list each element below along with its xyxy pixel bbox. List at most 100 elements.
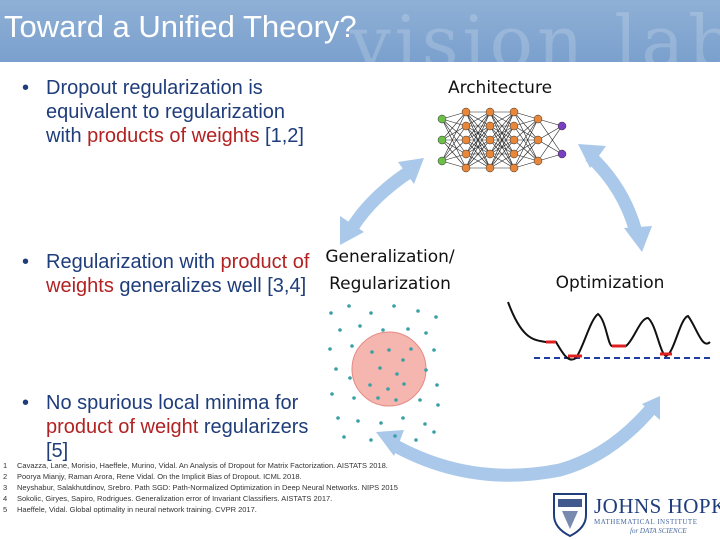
logo-wordmark: JOHNS HOPKINS [594, 494, 720, 518]
sample-dot [392, 304, 396, 308]
reference-number: 3 [3, 483, 8, 492]
sample-dot [424, 331, 428, 335]
nn-edge [513, 139, 539, 169]
nn-edge [513, 139, 539, 162]
nn-edge [537, 118, 563, 155]
sample-dot [329, 311, 333, 315]
nn-edge [513, 139, 539, 155]
sample-dot [386, 387, 390, 391]
nn-edge [465, 111, 491, 141]
nn-edge [489, 111, 515, 127]
sample-dot [356, 419, 360, 423]
generalization-label-line1: Generalization/ [325, 247, 455, 267]
nn-edge [465, 139, 491, 169]
nn-edge [441, 125, 467, 162]
nn-edge [513, 118, 539, 155]
nn-edge [441, 111, 467, 141]
sample-dot [378, 366, 382, 370]
nn-node [461, 163, 471, 173]
reference-text: Cavazza, Lane, Morisio, Haeffele, Murino… [17, 461, 388, 470]
nn-edge [489, 125, 515, 169]
cycle-arrows [340, 144, 660, 482]
bullet-marker: • [22, 77, 30, 99]
neural-network-icon [437, 107, 567, 173]
logo-subtitle: MATHEMATICAL INSTITUTE [594, 518, 698, 526]
sample-dot [347, 304, 351, 308]
sample-dot [436, 403, 440, 407]
nn-node [485, 163, 495, 173]
nn-edge [513, 111, 539, 141]
sample-dot [368, 383, 372, 387]
nn-edge [537, 125, 563, 162]
arrow-gen-opt-head-right [642, 396, 660, 420]
bullet-citation: generalizes well [3,4] [113, 275, 307, 297]
title-bar: vision lab Toward a Unified Theory? [0, 0, 720, 84]
nn-edge [441, 118, 467, 141]
nn-edge [537, 139, 563, 155]
sample-dot [336, 416, 340, 420]
bullet-text-part: Regularization with [46, 251, 221, 273]
generalization-label-line2: Regularization [329, 274, 451, 294]
nn-node [437, 156, 447, 166]
bullet-citation: [1,2] [259, 125, 304, 147]
arrow-arch-gen-head-bottom [340, 216, 364, 245]
nn-edge [489, 139, 515, 169]
generalization-region [351, 331, 427, 407]
sample-dot [338, 328, 342, 332]
reference-number: 2 [3, 472, 8, 481]
nn-node [509, 121, 519, 131]
reference-number: 4 [3, 494, 8, 503]
arrow-gen-opt [388, 405, 655, 482]
sample-dot [406, 327, 410, 331]
nn-node [509, 149, 519, 159]
sample-dot [358, 324, 362, 328]
sample-dot [434, 315, 438, 319]
nn-edge [513, 118, 539, 169]
nn-edge [489, 111, 515, 169]
nn-node [557, 121, 567, 131]
nn-edge [489, 153, 515, 169]
bullet-text-part: No spurious local minima for [46, 392, 299, 414]
sample-dot [432, 348, 436, 352]
sample-dot [414, 438, 418, 442]
nn-edge [441, 125, 467, 141]
sample-dot [394, 398, 398, 402]
nn-node [461, 149, 471, 159]
sample-dot [381, 328, 385, 332]
sample-dot [424, 368, 428, 372]
nn-edge [465, 125, 491, 169]
nn-node [461, 107, 471, 117]
sample-dot [328, 347, 332, 351]
bullet-marker: • [22, 251, 30, 273]
bullet-highlight: product of weight [46, 416, 199, 438]
arrow-arch-gen [346, 164, 416, 232]
generalization-label: Generalization/ Regularization [300, 244, 480, 298]
nn-edge [441, 111, 467, 162]
sample-dot [402, 382, 406, 386]
arrow-arch-gen-head-top [398, 158, 424, 184]
sample-dot [370, 350, 374, 354]
arrow-arch-opt-head-bottom [624, 226, 652, 252]
bullet-marker: • [22, 392, 30, 414]
nn-edge [513, 125, 539, 141]
sample-dot [401, 416, 405, 420]
sample-dot [423, 422, 427, 426]
nn-node [533, 114, 543, 124]
reference-text: Haeffele, Vidal. Global optimality in ne… [17, 505, 257, 514]
sample-dot [352, 396, 356, 400]
reference-text: Sokolic, Giryes, Sapiro, Rodrigues. Gene… [17, 494, 333, 503]
optimization-label: Optimization [555, 273, 665, 293]
reference-item: 4 Sokolic, Giryes, Sapiro, Rodrigues. Gen… [3, 493, 398, 504]
bullet-text: Dropout regularization is equivalent to … [46, 76, 316, 148]
nn-node [509, 163, 519, 173]
sample-dot [401, 358, 405, 362]
optimization-curve-icon [507, 301, 714, 361]
nn-node [437, 114, 447, 124]
bullet-highlight: products of weights [87, 125, 260, 147]
